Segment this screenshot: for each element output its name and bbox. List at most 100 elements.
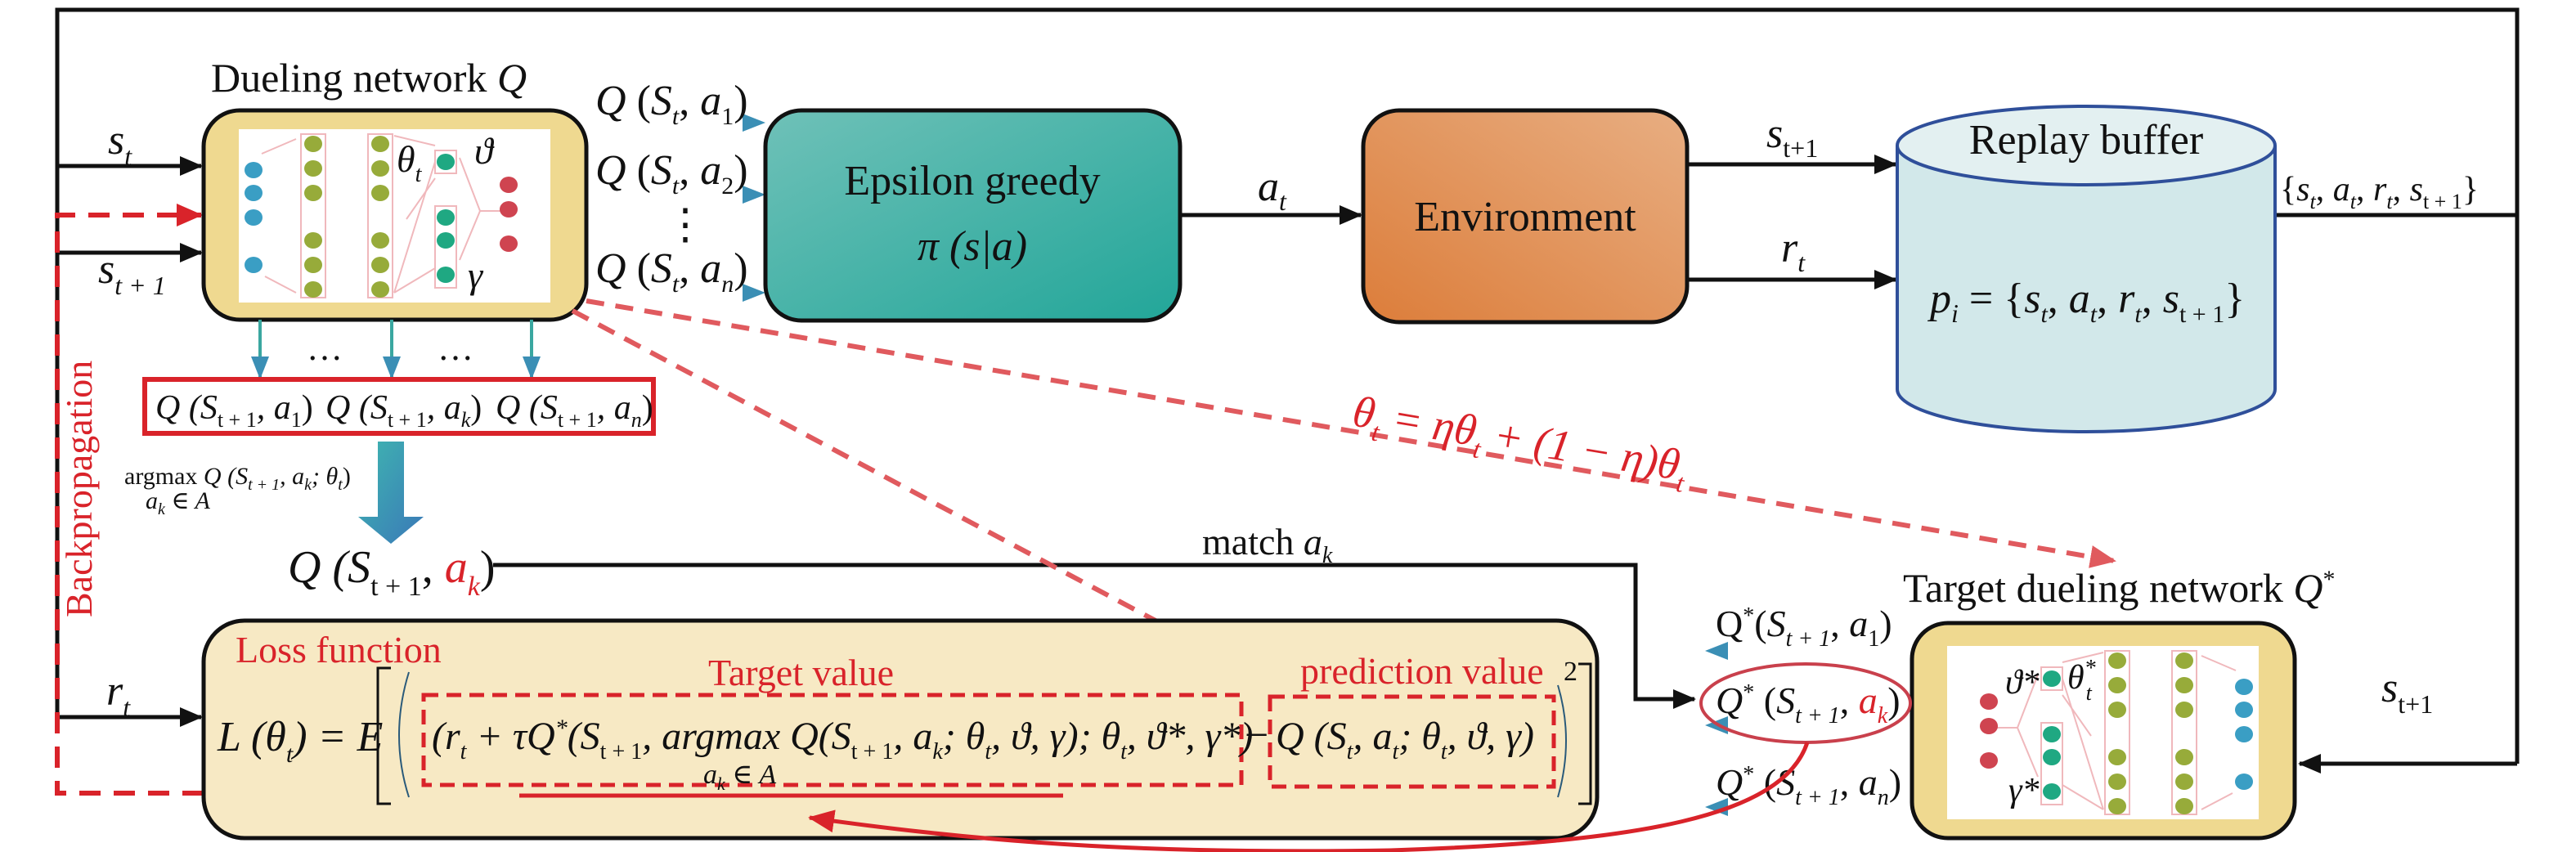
input-node xyxy=(2235,679,2253,695)
gamma-label: γ xyxy=(468,254,484,296)
connection-line xyxy=(2062,784,2104,810)
output-node xyxy=(500,201,518,217)
hidden-node xyxy=(371,136,389,152)
hidden-node xyxy=(2175,749,2193,765)
advantage-stream-frame xyxy=(434,205,457,289)
next-q-a1: Q (St + 1, a1) xyxy=(155,389,313,432)
right-square-bracket xyxy=(1578,662,1592,805)
epsilon-greedy-box[interactable]: Epsilon greedy π (s|a) xyxy=(763,108,1183,323)
left-square-bracket xyxy=(376,666,391,805)
match-label: match ak xyxy=(1202,521,1333,568)
input-node xyxy=(245,162,263,178)
hidden-node xyxy=(2108,702,2126,718)
minus-sign: − xyxy=(1245,712,1268,759)
loss-function-title: Loss function xyxy=(236,629,442,670)
hidden-node xyxy=(2108,749,2126,765)
connection-line xyxy=(2017,727,2039,778)
advantage-node xyxy=(2043,726,2061,742)
hidden-node xyxy=(371,185,389,201)
environment-title: Environment xyxy=(1414,194,1636,240)
target-vartheta-label: ϑ* xyxy=(2005,664,2040,702)
connection-line xyxy=(393,135,436,146)
backprop-label: Backpropagation xyxy=(58,361,100,617)
hidden-node xyxy=(2175,652,2193,669)
hidden-node xyxy=(304,257,322,273)
advantage-stream-frame xyxy=(2040,722,2063,805)
target-gamma-label: γ* xyxy=(2008,772,2040,809)
input-node xyxy=(245,257,263,273)
vartheta-label: ϑ xyxy=(474,130,495,172)
hidden-node xyxy=(304,160,322,177)
st1-label: st + 1 xyxy=(98,246,166,300)
argmax-label: argmax Q (St + 1, ak; θt) ak ∈ A xyxy=(124,463,351,518)
output-node xyxy=(1980,752,1998,769)
top-frame-line xyxy=(55,7,2520,764)
replay-buffer[interactable]: Replay buffer pi = {st, at, rt, st + 1} xyxy=(1896,105,2277,433)
dueling-network-title: Dueling network Q xyxy=(211,55,527,101)
target-q-an-label: Q* (St + 1, an) xyxy=(1716,761,1901,810)
loss-function-box[interactable]: Loss function Target value prediction va… xyxy=(201,618,1600,852)
replay-output-label: {st, at, rt, st + 1} xyxy=(2280,171,2479,213)
hidden-node xyxy=(2175,677,2193,693)
q-st-a2-label: Q (St, a2) xyxy=(595,147,748,200)
connection-line xyxy=(2062,652,2104,663)
hidden-node xyxy=(2108,677,2126,693)
input-node xyxy=(2235,702,2253,718)
advantage-node xyxy=(437,267,455,283)
value-node xyxy=(437,154,455,170)
connection-line xyxy=(261,138,297,155)
dueling-network-box[interactable]: θt ϑ γ xyxy=(201,108,589,322)
connection-line xyxy=(2062,694,2092,737)
argmax-select-arrow xyxy=(358,442,424,544)
next-q-an: Q (St + 1, an) xyxy=(496,389,653,432)
ellipsis-left: … xyxy=(307,328,343,368)
target-network-box[interactable]: ϑ* θ*t γ* xyxy=(1910,621,2297,841)
theta-t-label: θt xyxy=(397,138,423,187)
environment-box[interactable]: Environment xyxy=(1361,108,1690,325)
connection-line xyxy=(2017,674,2039,729)
argmax-subscript: ak ∈ A xyxy=(703,760,776,794)
reward-label: rt xyxy=(1781,225,1806,277)
advantage-node xyxy=(437,209,455,226)
value-stream-frame xyxy=(434,150,457,174)
next-q-ak: Q (St + 1, ak) xyxy=(325,389,482,432)
target-network-graphic xyxy=(1980,650,2253,815)
input-node xyxy=(2235,774,2253,790)
hidden-node xyxy=(371,257,389,273)
output-node xyxy=(1980,693,1998,710)
hidden-node xyxy=(2175,774,2193,790)
connection-line xyxy=(393,161,436,294)
advantage-node xyxy=(2043,749,2061,765)
hidden-node xyxy=(304,232,322,249)
q-st-a1-label: Q (St, a1) xyxy=(595,78,748,130)
connection-line xyxy=(2201,792,2233,810)
connection-line xyxy=(406,177,436,220)
hidden-node xyxy=(2108,652,2126,669)
next-state-label: st+1 xyxy=(1766,110,1818,163)
match-line xyxy=(493,563,1696,709)
connection-line xyxy=(2062,678,2104,810)
next-q-values-box: Q (St + 1, a1) Q (St + 1, ak) Q (St + 1,… xyxy=(142,377,656,436)
hidden-node xyxy=(2108,774,2126,790)
prediction-value-box xyxy=(1268,694,1556,789)
target-value-label: Target value xyxy=(708,652,894,693)
hidden-node xyxy=(304,185,322,201)
soft-update-formula: θt = ηθt + (1 − η)θt xyxy=(1349,387,1692,498)
backpropagation-path: Backpropagation xyxy=(55,204,204,796)
next-q-arrows: … … xyxy=(251,320,541,379)
connection-line xyxy=(393,267,436,294)
svg-text:ak ∈ A: ak ∈ A xyxy=(146,487,211,518)
hidden-node xyxy=(2175,702,2193,718)
target-theta-label: θ*t xyxy=(2067,656,2096,705)
replay-sample-formula: pi = {st, at, rt, st + 1} xyxy=(1927,276,2245,328)
connection-line xyxy=(2201,655,2237,671)
q-outputs-to-epsilon: Q (St, a1) Q (St, a2) ⋮ Q (St, an) xyxy=(586,78,765,302)
ellipsis-right: … xyxy=(438,328,473,368)
prediction-value-label: prediction value xyxy=(1300,650,1544,692)
target-q-feedback-curve xyxy=(808,742,1810,852)
vdots: ⋮ xyxy=(664,202,707,249)
action-label: at xyxy=(1258,164,1287,216)
loss-lhs: L (θt) = E xyxy=(217,714,383,768)
output-node xyxy=(1980,718,1998,734)
